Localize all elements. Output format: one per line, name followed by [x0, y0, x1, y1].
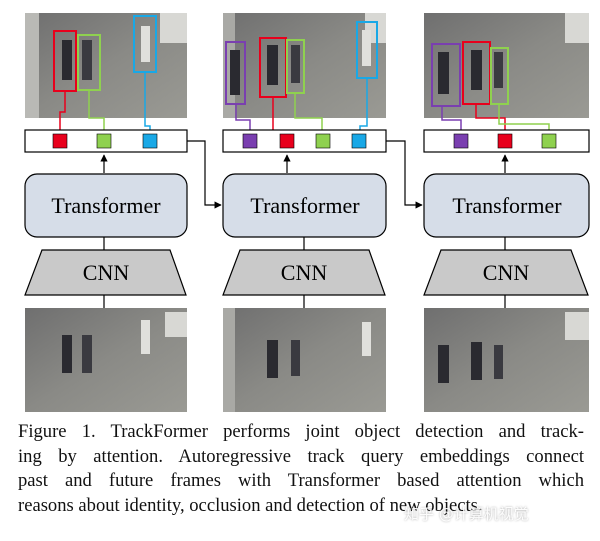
frame-top-2 — [223, 13, 386, 118]
cnn-label-1: CNN — [83, 260, 130, 285]
caption-line: reasons about identity, occlusion and de… — [18, 494, 483, 516]
query-red — [52, 133, 68, 149]
transformer-label-1: Transformer — [51, 193, 161, 218]
column-2: Transformer CNN — [222, 13, 387, 412]
cnn-label-2: CNN — [281, 260, 328, 285]
frame-bottom-3 — [424, 308, 589, 412]
query-red — [279, 133, 295, 149]
frame-top-3 — [424, 13, 589, 118]
transformer-block-3 — [423, 173, 590, 238]
cnn-block-3 — [423, 249, 589, 296]
column-1: Transformer CNN — [24, 13, 188, 412]
trackformer-figure: Transformer CNN — [24, 13, 590, 412]
watermark: 知乎 @计算机视觉 — [404, 505, 529, 523]
query-blue — [142, 133, 158, 149]
frame-bottom-1 — [25, 308, 187, 412]
cnn-label-3: CNN — [483, 260, 530, 285]
caption-line: ing by attention. Autoregressive track q… — [18, 445, 584, 467]
caption-line: Figure 1. TrackFormer performs joint obj… — [18, 421, 584, 442]
transformer-label-2: Transformer — [250, 193, 360, 218]
column-3: Transformer CNN — [423, 13, 590, 412]
query-green — [96, 133, 112, 149]
cnn-block-1 — [24, 249, 187, 296]
transformer-block-1 — [24, 173, 188, 238]
query-red — [497, 133, 513, 149]
transformer-label-3: Transformer — [452, 193, 562, 218]
query-purple — [453, 133, 469, 149]
cnn-block-2 — [222, 249, 386, 296]
query-blue — [351, 133, 367, 149]
query-green — [541, 133, 557, 149]
query-purple — [242, 133, 258, 149]
query-green — [315, 133, 331, 149]
frame-bottom-2 — [223, 308, 386, 412]
caption-line: past and future frames with Transformer … — [18, 470, 584, 491]
frame-top-1 — [25, 13, 187, 118]
figure-caption: Figure 1. TrackFormer performs joint obj… — [18, 420, 584, 518]
